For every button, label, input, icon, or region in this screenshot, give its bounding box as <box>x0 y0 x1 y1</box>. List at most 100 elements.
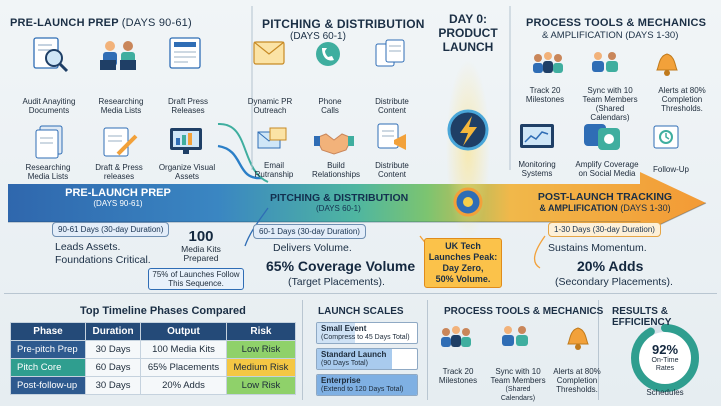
caption-email: Email Rutranship <box>254 161 294 179</box>
caption-organize: Organize Visual Assets <box>158 163 216 181</box>
connector-arrow <box>533 235 546 269</box>
document-stack-icon <box>35 125 63 159</box>
caption-monitoring: Monitoring Systems <box>518 160 556 178</box>
bell-icon <box>656 53 678 76</box>
postlaunch-banner: POST-LAUNCH TRACKING & AMPLIFICATION (DA… <box>537 191 673 213</box>
prelaunch-duration-pill: 90-61 Days (30-day Duration) <box>52 222 170 237</box>
header-output: Output <box>140 322 227 341</box>
phase-comparison-table: Phase Duration Output Risk Pre-pitch Pre… <box>9 322 297 395</box>
section-divider <box>4 293 717 294</box>
table-title: Top Timeline Phases Compared <box>80 305 246 317</box>
pitching-header: PITCHING & DISTRIBUTION <box>262 17 425 31</box>
scale-standard-launch: Standard Launch (90 Days Total) <box>316 348 418 370</box>
postlaunch-note: Sustains Momentum. <box>548 242 647 254</box>
day-zero-title: DAY 0: PRODUCT LAUNCH <box>438 12 498 54</box>
caption-draft: Draft Press Releases <box>167 97 208 115</box>
handshake-icon <box>314 133 354 155</box>
column-divider <box>598 300 599 400</box>
monitor-charts-icon <box>170 128 202 154</box>
caption-audit: Audit Anayiting Documents <box>22 97 76 115</box>
pitching-note: Delivers Volume. <box>273 242 352 254</box>
scale-enterprise: Enterprise (Extend to 120 Days Total) <box>316 374 418 396</box>
phone-icon <box>316 42 340 66</box>
header-phase: Phase <box>9 322 87 341</box>
header-duration: Duration <box>85 322 142 341</box>
table-row: Pre-pitch Prep 30 Days 100 Media Kits Lo… <box>9 340 297 359</box>
scales-title: LAUNCH SCALES <box>318 306 404 317</box>
caption-research: Researching Media Lists <box>98 97 144 115</box>
scale-fill <box>317 375 417 395</box>
magnifier-document-icon <box>33 37 69 73</box>
mechanics-alerts: Alerts at 80% Completion Thresholds. <box>553 367 601 394</box>
postlaunch-duration-pill: 1-30 Days (30-day Duration) <box>548 222 661 237</box>
caption-relationships: Build Relationships <box>311 161 361 179</box>
tools-subheader: & AMPLIFICATION (DAYS 1-30) <box>542 30 679 41</box>
caption-track: Track 20 Milestones <box>525 86 565 104</box>
caption-phone: Phone Calls <box>318 97 342 115</box>
results-gauge <box>631 324 699 392</box>
cell-risk-low: Low Risk <box>225 376 297 395</box>
megaphone-docs-icon <box>377 123 406 150</box>
caption-research-lists: Researching Media Lists <box>25 163 71 181</box>
milestone-people-icon <box>533 52 563 73</box>
caption-dynamic-pr: Dynamic PR Outreach <box>247 97 293 115</box>
pitching-banner: PITCHING & DISTRIBUTION (DAYS 60-1) <box>270 192 409 213</box>
table-header-row: Phase Duration Output Risk <box>9 322 297 341</box>
pencil-paper-icon <box>103 127 138 157</box>
adds-sub: (Secondary Placements). <box>555 276 673 288</box>
cell-risk-medium: Medium Risk <box>225 358 297 377</box>
coverage-volume-stat: 65% Coverage Volume <box>266 258 416 274</box>
coverage-volume-sub: (Target Placements). <box>288 276 385 288</box>
table-row: Pitch Core 60 Days 65% Placements Medium… <box>9 358 297 377</box>
scale-fill <box>317 323 355 343</box>
social-media-icon <box>584 124 620 150</box>
results-schedules-label: Schedules <box>646 388 684 397</box>
team-laptops-icon <box>100 41 136 70</box>
day-zero-callout: UK Tech Launches Peak: Day Zero, 50% Vol… <box>424 238 502 288</box>
newspaper-icon <box>169 37 201 69</box>
cell-output: 65% Placements <box>140 358 227 377</box>
envelope-icon <box>253 41 285 65</box>
caption-draft-press: Draft & Press releases <box>95 163 143 181</box>
tools-header: PROCESS TOOLS & MECHANICS <box>526 17 707 29</box>
cell-phase: Post-follow-up <box>9 376 87 395</box>
prelaunch-banner: PRE-LAUNCH PREP (DAYS 90-61) <box>65 187 171 208</box>
cell-duration: 60 Days <box>85 358 142 377</box>
caption-follow-up: Follow-Up <box>652 165 689 174</box>
pitching-duration-pill: 60-1 Days (30-day Duration) <box>253 224 366 239</box>
pitching-range: (DAYS 60-1) <box>290 31 346 42</box>
caption-alerts: Alerts at 80% Completion Thresholds. <box>658 86 706 113</box>
cell-risk-low: Low Risk <box>225 340 297 359</box>
caption-distribute-2: Distribute Content <box>375 161 409 179</box>
adds-stat: 20% Adds <box>577 258 644 274</box>
launch-sequence-note: 75% of Launches Follow This Sequence. <box>148 268 244 290</box>
table-row: Post-follow-up 30 Days 20% Adds Low Risk <box>9 376 297 395</box>
cell-duration: 30 Days <box>85 376 142 395</box>
kits-stat: 100 Media Kits Prepared <box>181 228 221 263</box>
caption-sync: Sync with 10 Team Members (Shared Calend… <box>582 86 638 122</box>
prelaunch-note: Leads Assets. Foundations Critical. <box>55 241 151 266</box>
scale-fill <box>317 349 392 369</box>
cell-duration: 30 Days <box>85 340 142 359</box>
column-divider <box>302 300 303 400</box>
caption-amplify: Amplify Coverage on Social Media <box>575 160 639 178</box>
day-zero-node <box>447 109 489 217</box>
mechanics-sync: Sync with 10 Team Members (Shared Calend… <box>490 367 546 402</box>
cell-output: 20% Adds <box>140 376 227 395</box>
milestone-people-icon <box>441 326 471 347</box>
header-risk: Risk <box>225 322 297 341</box>
connector-curve <box>217 144 263 180</box>
results-value-block: 92% On-Time Rates <box>651 342 679 372</box>
cell-phase: Pre-pitch Prep <box>9 340 87 359</box>
column-divider <box>427 300 428 400</box>
connector-curve <box>217 122 269 183</box>
follow-up-icon <box>653 125 679 149</box>
cell-phase: Pitch Core <box>9 358 87 377</box>
cell-output: 100 Media Kits <box>140 340 227 359</box>
team-sync-icon <box>592 52 618 72</box>
scale-small-event: Small Event (Compress to 45 Days Total) <box>316 322 418 344</box>
prelaunch-header: PRE-LAUNCH PREP (DAYS 90-61) <box>10 17 192 29</box>
mechanics-title: PROCESS TOOLS & MECHANICS <box>444 306 604 317</box>
email-icon <box>257 127 287 149</box>
